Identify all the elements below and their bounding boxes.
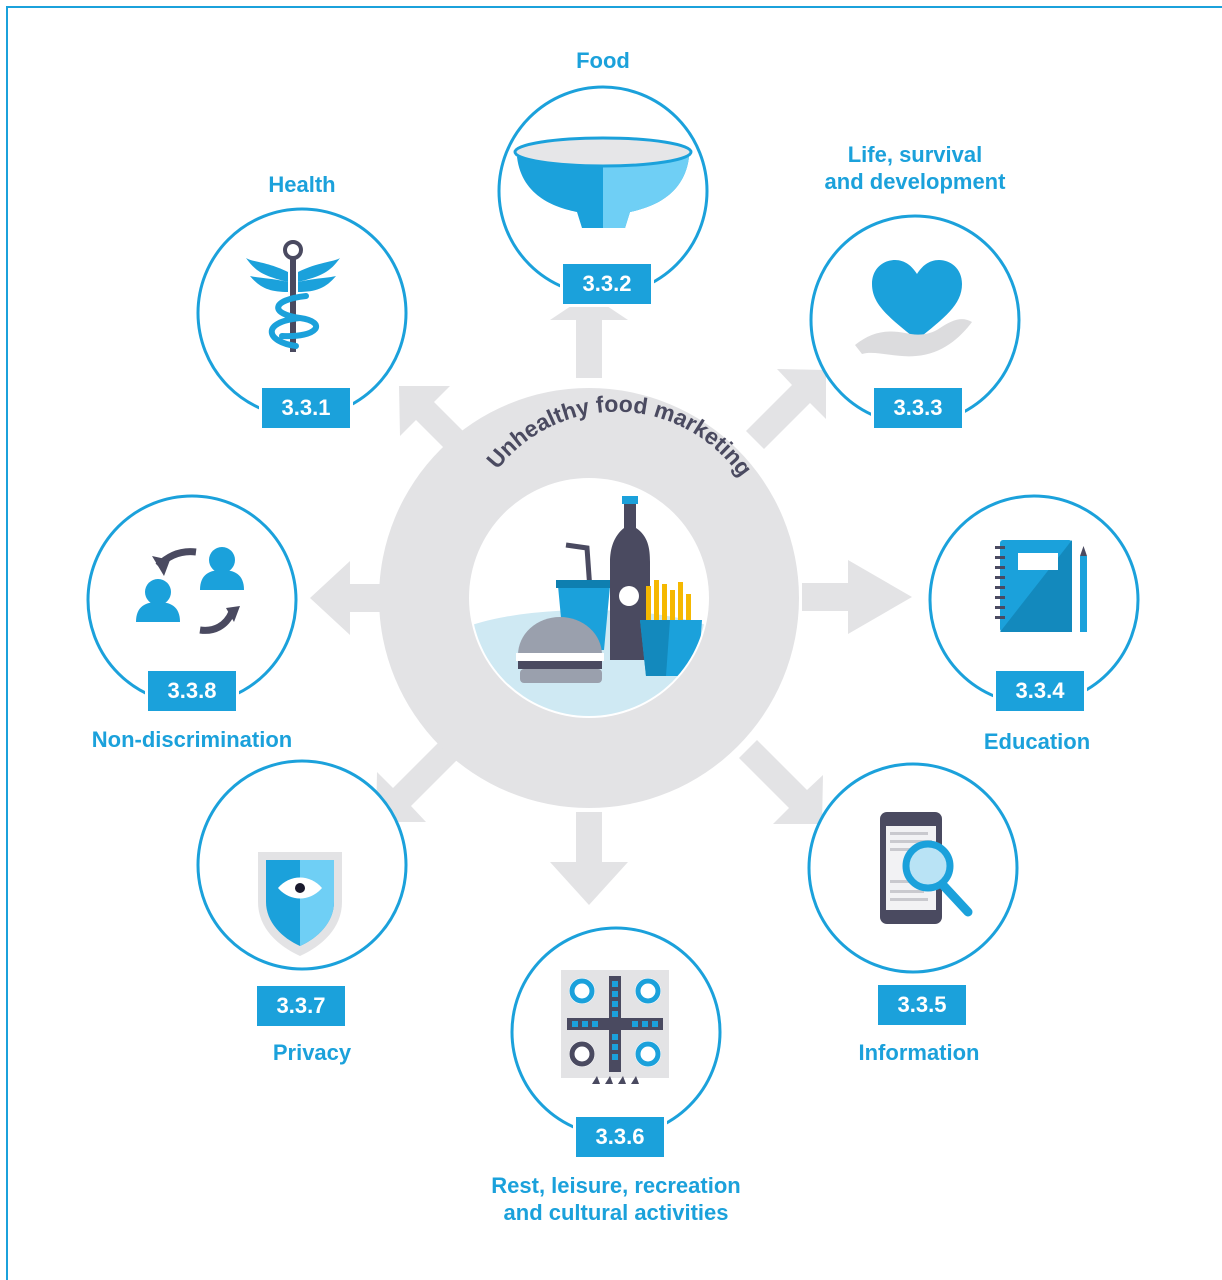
badge-rest: 3.3.6 (573, 1114, 667, 1160)
title-rest-line1: Rest, leisure, recreation (491, 1173, 741, 1198)
arrow-information (739, 740, 823, 824)
title-life-line1: Life, survival (847, 142, 983, 167)
arrow-life (746, 369, 826, 449)
title-health: Health (268, 172, 336, 197)
arrow-nondiscrimination (310, 561, 390, 635)
caduceus-icon (246, 240, 340, 352)
arrows (310, 294, 912, 905)
title-life: Life, survival and development (795, 141, 1035, 195)
board-game-icon (561, 970, 669, 1084)
arrow-privacy (376, 738, 461, 822)
arrow-food (550, 294, 628, 378)
title-education: Education (983, 729, 1091, 754)
arrow-education (802, 560, 912, 634)
title-rest-line2: and cultural activities (503, 1200, 729, 1225)
arrow-rest (550, 812, 628, 905)
badge-nondiscrimination: 3.3.8 (145, 668, 239, 714)
badge-life: 3.3.3 (871, 385, 965, 431)
bowl-icon (513, 136, 693, 228)
badge-information: 3.3.5 (875, 982, 969, 1028)
title-nondiscrimination: Non-discrimination (91, 727, 293, 752)
phone-search-icon (880, 812, 973, 924)
title-life-line2: and development (824, 169, 1006, 194)
badge-food: 3.3.2 (560, 261, 654, 307)
title-privacy: Privacy (272, 1040, 352, 1065)
badge-education: 3.3.4 (993, 668, 1087, 714)
shield-eye-icon (258, 852, 342, 956)
badge-privacy: 3.3.7 (254, 983, 348, 1029)
people-exchange-icon (136, 547, 244, 634)
title-information: Information (858, 1040, 980, 1065)
badge-health: 3.3.1 (259, 385, 353, 431)
diagram-frame (6, 6, 1222, 1280)
title-food: Food (576, 48, 630, 73)
junk-food-illustration (471, 480, 707, 716)
notebook-icon (995, 540, 1087, 632)
heart-in-hand-icon (855, 260, 972, 357)
title-rest: Rest, leisure, recreation and cultural a… (466, 1172, 766, 1226)
